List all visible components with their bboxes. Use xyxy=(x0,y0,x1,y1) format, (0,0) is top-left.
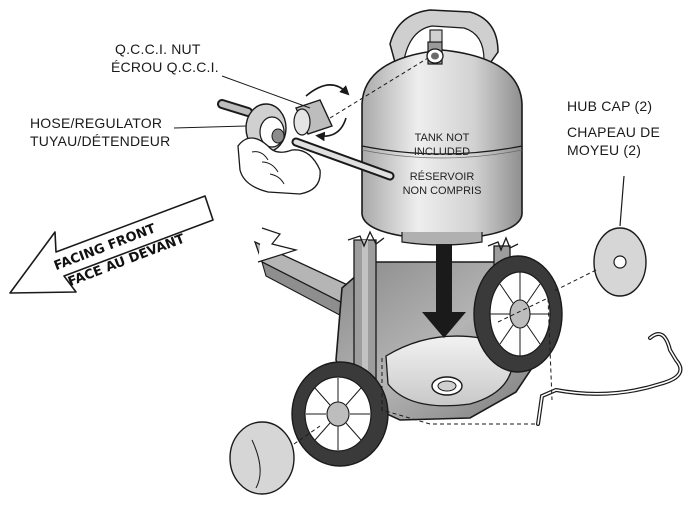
insert-arrow xyxy=(422,244,466,338)
front-wheel xyxy=(291,361,389,467)
rear-wheel xyxy=(473,255,563,373)
hose-regulator-label: HOSE/REGULATOR xyxy=(30,115,163,131)
hose-regulator-label-fr: TUYAU/DÉTENDEUR xyxy=(30,133,171,149)
reservoir-non-compris-line2: NON COMPRIS xyxy=(402,185,482,197)
propane-tank xyxy=(361,9,523,246)
hub-cap-label-fr-1: CHAPEAU DE xyxy=(567,124,661,140)
axle-rod xyxy=(536,332,683,426)
tank-not-included-line1: TANK NOT xyxy=(414,132,470,144)
hub-cap-label-fr-2: MOYEU (2) xyxy=(567,142,642,158)
qcci-nut-label-fr: ÉCROU Q.C.C.I. xyxy=(111,59,219,75)
leader-lines xyxy=(173,75,311,129)
hub-cap-left xyxy=(229,421,321,495)
hub-cap-right xyxy=(551,175,647,297)
hose-regulator xyxy=(217,57,429,195)
alignment-lines xyxy=(381,297,553,425)
facing-front-arrow xyxy=(9,195,214,294)
qcci-nut-label: Q.C.C.I. NUT xyxy=(115,41,201,57)
reservoir-non-compris-line1: RÉSERVOIR xyxy=(409,171,475,183)
tank-not-included-line2: INCLUDED xyxy=(413,146,471,158)
hub-cap-label: HUB CAP (2) xyxy=(567,98,653,114)
